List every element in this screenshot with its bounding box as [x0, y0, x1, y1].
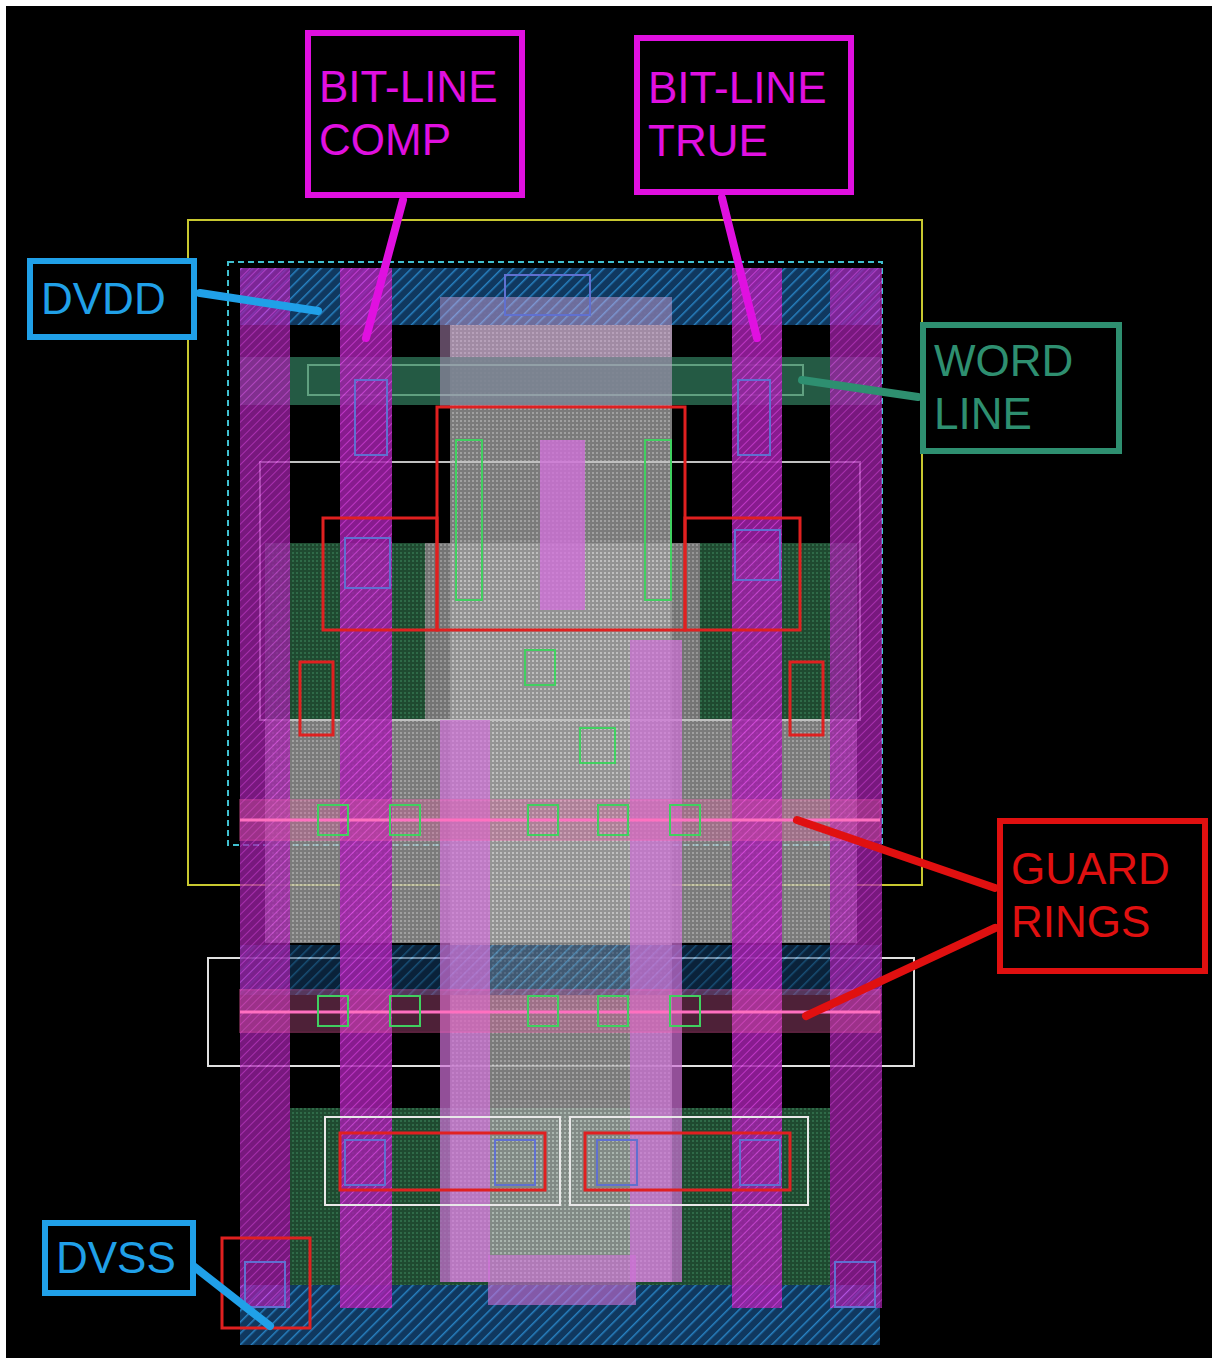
callout-box: DVDD: [27, 258, 197, 340]
callout-box: GUARD RINGS: [997, 818, 1208, 974]
metal-strip: [488, 1255, 636, 1305]
callout-label: WORD LINE: [934, 335, 1108, 441]
white-outlines: [325, 1117, 808, 1205]
callout-label: BIT-LINE TRUE: [648, 62, 840, 168]
guard-ring: [240, 1011, 880, 1014]
metal-strip: [240, 945, 880, 995]
callout-label: GUARD RINGS: [1011, 843, 1194, 949]
background: [6, 6, 1212, 1358]
guard-ring: [240, 990, 880, 1032]
callout-label: DVSS: [56, 1232, 182, 1285]
callout-box: DVSS: [42, 1220, 196, 1296]
bit-line-true: [732, 268, 782, 1308]
callout-label: DVDD: [41, 273, 183, 326]
callout-box: BIT-LINE TRUE: [634, 35, 854, 195]
metal-strip: [830, 268, 882, 1308]
metal-strip: [440, 297, 672, 407]
guard-ring: [240, 800, 880, 840]
metal-strip: [240, 268, 290, 1308]
callout-label: BIT-LINE COMP: [319, 61, 511, 167]
bit-line-comp: [340, 268, 392, 1308]
contacts: [318, 440, 700, 1026]
callout-box: BIT-LINE COMP: [305, 30, 525, 198]
leader-lines: [192, 198, 995, 1326]
guard-ring: [240, 819, 880, 822]
vias: [245, 275, 875, 1307]
metal-strip: [540, 440, 585, 610]
callout-box: WORD LINE: [920, 322, 1122, 454]
red-outlines: [222, 407, 823, 1328]
